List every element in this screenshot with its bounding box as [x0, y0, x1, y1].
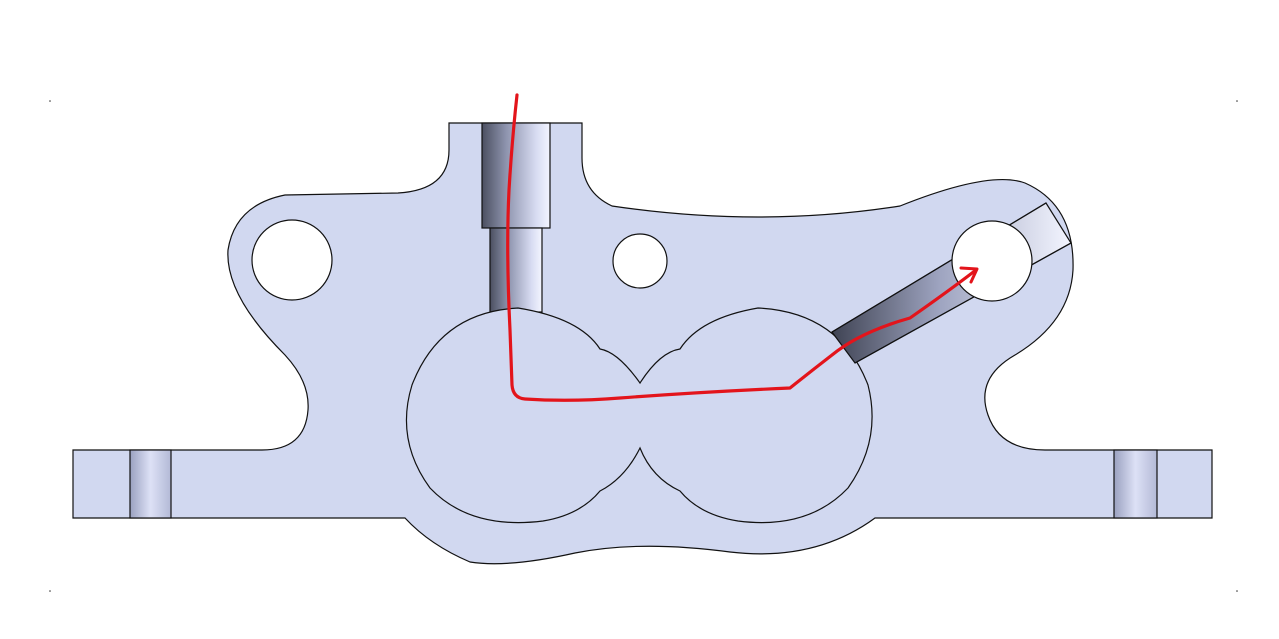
flange-bolt-slot-right	[1113, 449, 1158, 519]
housing-body	[72, 122, 1213, 565]
inlet-counterbore	[481, 122, 551, 229]
corner-mark-bottom-left	[49, 590, 51, 592]
pump-chamber-outline	[405, 307, 873, 524]
flow-path-arrowhead	[959, 266, 979, 284]
corner-mark-top-left	[49, 100, 51, 102]
corner-mark-top-right	[1236, 100, 1238, 102]
corner-marks	[49, 100, 1238, 592]
inlet-passage	[489, 227, 543, 313]
mounting-hole-left	[251, 219, 333, 301]
outlet-port	[951, 220, 1033, 302]
mounting-hole-center	[612, 233, 668, 289]
flow-path-arrow	[506, 93, 978, 402]
flange-bolt-slot-left	[129, 449, 172, 519]
corner-mark-bottom-right	[1236, 590, 1238, 592]
